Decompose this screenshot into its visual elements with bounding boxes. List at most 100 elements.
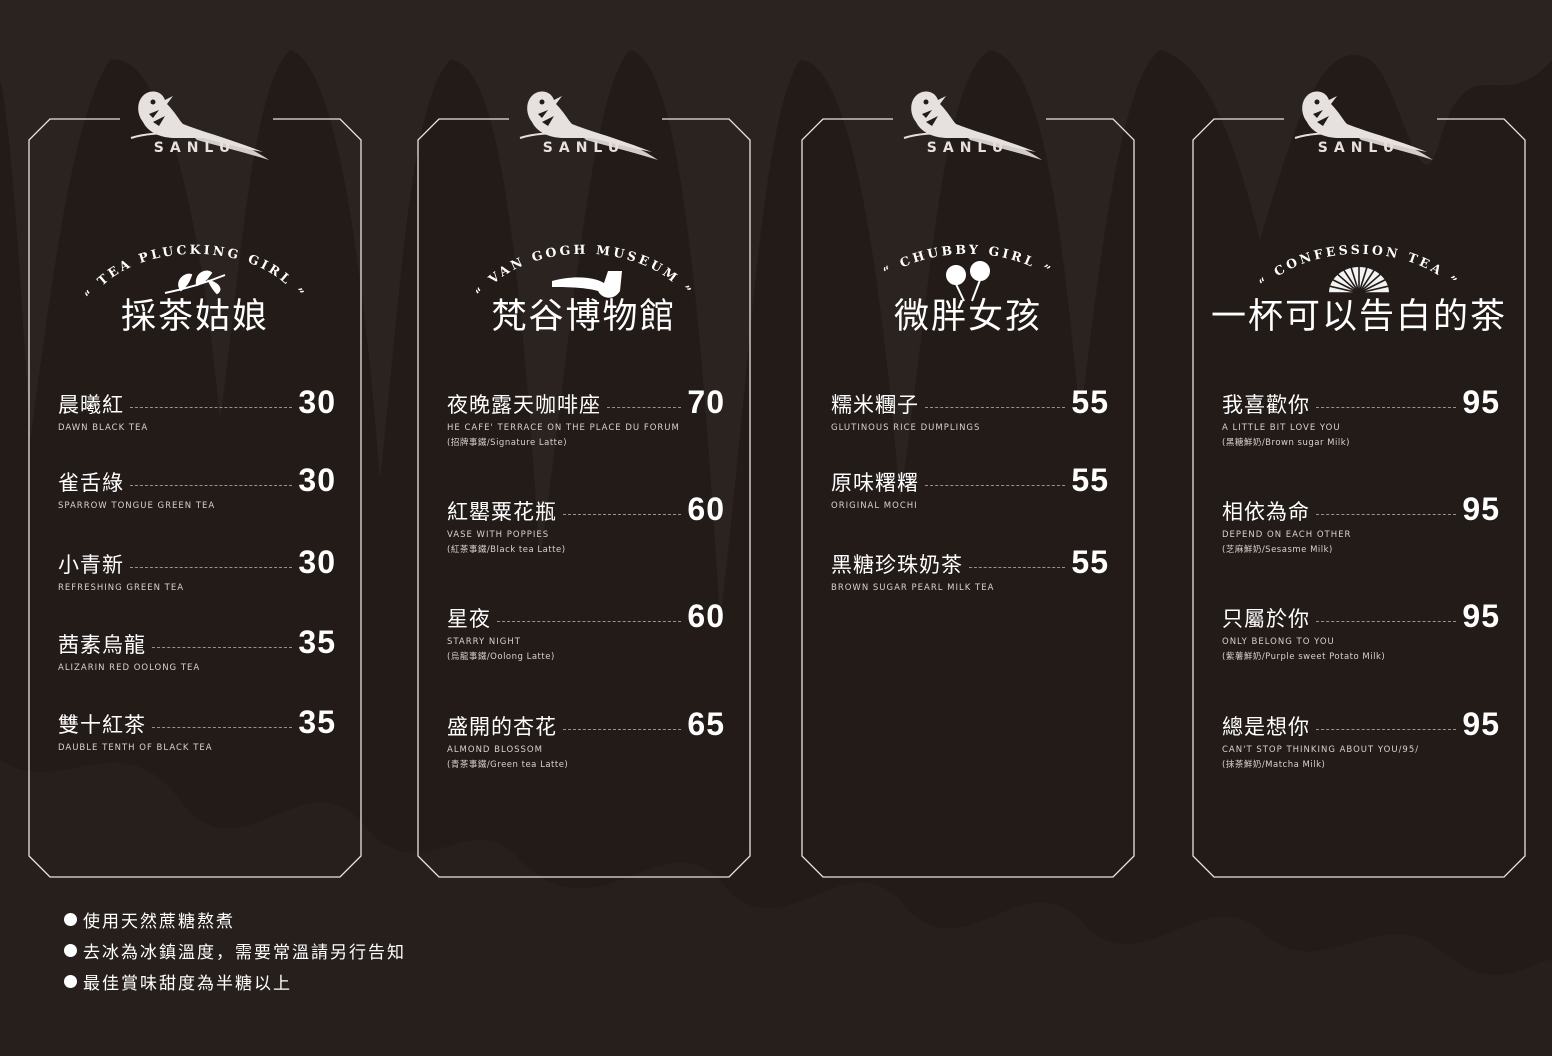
- item-subtitle: (招牌事鐵/Signature Latte): [447, 438, 568, 448]
- note-text: 使用天然蔗糖熬煮: [83, 912, 235, 932]
- item-english-name: HE CAFE' TERRACE ON THE PLACE DU FORUM: [447, 423, 680, 433]
- item-subtitle: (黑糖鮮奶/Brown sugar Milk): [1222, 438, 1350, 448]
- leader-dots: [969, 567, 1066, 568]
- item-name: 雙十紅茶: [58, 713, 146, 737]
- item-name: 小青新: [58, 553, 124, 577]
- item-english-name: REFRESHING GREEN TEA: [58, 583, 185, 593]
- section-title: 微胖女孩: [893, 297, 1042, 337]
- item-english-name: ALIZARIN RED OOLONG TEA: [58, 663, 201, 673]
- leader-dots: [1316, 729, 1457, 730]
- note-item: 使用天然蔗糖熬煮: [64, 904, 406, 935]
- brand-name: SANLU: [153, 140, 237, 156]
- leader-dots: [130, 485, 293, 486]
- bullet-icon: [64, 944, 77, 957]
- bird-logo-icon: [519, 91, 658, 160]
- note-text: 最佳賞味甜度為半糖以上: [83, 974, 292, 994]
- item-name: 雀舌綠: [58, 471, 124, 495]
- item-name: 只屬於你: [1222, 607, 1310, 631]
- leader-dots: [607, 407, 682, 408]
- item-english-name: SPARROW TONGUE GREEN TEA: [58, 501, 216, 511]
- panel-frame: [28, 118, 362, 878]
- item-subtitle: (烏龍事鐵/Oolong Latte): [447, 652, 555, 662]
- arc-title: “ CHUBBY GIRL ”: [880, 242, 1055, 302]
- leader-dots: [925, 485, 1066, 486]
- item-subtitle: (青茶事鐵/Green tea Latte): [447, 760, 569, 770]
- item-price: 30: [298, 544, 336, 580]
- item-english-name: CAN'T STOP THINKING ABOUT YOU/95/: [1222, 745, 1420, 755]
- leader-dots: [152, 727, 293, 728]
- brand-name: SANLU: [1317, 140, 1401, 156]
- item-name: 相依為命: [1222, 500, 1310, 524]
- section-title: 採茶姑娘: [120, 297, 269, 337]
- leader-dots: [1316, 514, 1457, 515]
- panel-frame: [1192, 118, 1526, 878]
- item-english-name: DAWN BLACK TEA: [58, 423, 149, 433]
- arc-title: “ TEA PLUCKING GIRL ”: [81, 242, 305, 302]
- notes-list: 使用天然蔗糖熬煮 去冰為冰鎮溫度，需要常溫請另行告知 最佳賞味甜度為半糖以上: [64, 904, 406, 997]
- brand-name: SANLU: [926, 140, 1010, 156]
- item-english-name: DAUBLE TENTH OF BLACK TEA: [58, 743, 213, 753]
- bird-logo-icon: [130, 91, 269, 160]
- leader-dots: [563, 729, 682, 730]
- fan-icon: [1327, 265, 1391, 294]
- leader-dots: [497, 621, 682, 622]
- item-english-name: VASE WITH POPPIES: [447, 530, 550, 540]
- item-price: 55: [1071, 544, 1109, 580]
- item-name: 盛開的杏花: [447, 715, 557, 739]
- item-name: 糯米糰子: [831, 393, 919, 417]
- panel-frame: [801, 118, 1135, 878]
- section-title: 一杯可以告白的茶: [1210, 297, 1507, 337]
- arc-title-text: “ CHUBBY GIRL ”: [880, 242, 1055, 279]
- section-title: 梵谷博物館: [491, 297, 677, 337]
- item-price: 55: [1071, 384, 1109, 420]
- item-english-name: A LITTLE BIT LOVE YOU: [1222, 423, 1341, 433]
- leader-dots: [152, 647, 293, 648]
- item-price: 30: [298, 384, 336, 420]
- item-name: 晨曦紅: [58, 393, 124, 417]
- item-name: 紅罌粟花瓶: [447, 500, 557, 524]
- item-english-name: BROWN SUGAR PEARL MILK TEA: [831, 583, 995, 593]
- item-name: 原味糬糬: [831, 471, 919, 495]
- item-price: 95: [1462, 598, 1500, 634]
- item-name: 總是想你: [1222, 715, 1310, 739]
- bullet-icon: [64, 913, 77, 926]
- lollipop-icon: [946, 261, 990, 302]
- item-english-name: STARRY NIGHT: [447, 637, 521, 647]
- leader-dots: [563, 514, 682, 515]
- item-price: 95: [1462, 384, 1500, 420]
- item-price: 65: [687, 706, 725, 742]
- item-english-name: ONLY BELONG TO YOU: [1222, 637, 1335, 647]
- item-price: 70: [687, 384, 725, 420]
- item-price: 60: [687, 598, 725, 634]
- item-name: 茜素烏龍: [58, 633, 146, 657]
- bird-logo-icon: [903, 91, 1042, 160]
- item-subtitle: (紅茶事鐵/Black tea Latte): [447, 545, 566, 555]
- note-item: 去冰為冰鎮溫度，需要常溫請另行告知: [64, 935, 406, 966]
- bullet-icon: [64, 975, 77, 988]
- tea-leaf-icon: [164, 270, 226, 295]
- bird-logo-icon: [1294, 91, 1433, 160]
- item-name: 星夜: [447, 607, 491, 631]
- leader-dots: [130, 567, 293, 568]
- item-english-name: ORIGINAL MOCHI: [831, 501, 918, 511]
- item-price: 95: [1462, 706, 1500, 742]
- note-text: 去冰為冰鎮溫度，需要常溫請另行告知: [83, 943, 406, 963]
- item-subtitle: (紫薯鮮奶/Purple sweet Potato Milk): [1222, 652, 1386, 662]
- item-price: 30: [298, 462, 336, 498]
- leader-dots: [1316, 621, 1457, 622]
